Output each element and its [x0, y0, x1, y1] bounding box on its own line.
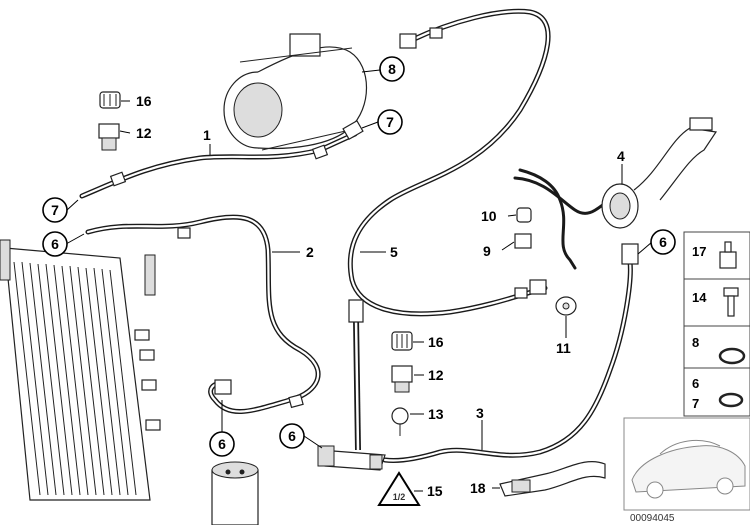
valve-12-lower [391, 365, 413, 393]
legend-panel: 17 14 8 6 7 [683, 231, 750, 417]
label-part-7-left: 7 [51, 202, 59, 218]
label-part-6-right: 6 [659, 234, 667, 250]
label-part-3: 3 [476, 405, 484, 421]
legend-label-14: 14 [692, 290, 707, 305]
legend-label-17: 17 [692, 244, 706, 259]
cap-16-lower [391, 331, 413, 351]
bracket-18 [499, 460, 606, 497]
label-part-4: 4 [617, 148, 625, 164]
label-part-13: 13 [428, 406, 444, 422]
label-part-6-center: 6 [288, 428, 296, 444]
legend-label-6: 6 [692, 376, 699, 391]
o-ring-8-icon [718, 347, 746, 365]
diagram-code: 00094045 [630, 513, 675, 524]
label-part-16-lower: 16 [428, 334, 444, 350]
valve-core-9 [514, 233, 532, 249]
hose-1 [79, 119, 364, 199]
label-part-6-left: 6 [51, 236, 59, 252]
label-part-6-bottom: 6 [218, 436, 226, 452]
label-part-16-top: 16 [136, 93, 152, 109]
label-part-18: 18 [470, 480, 486, 496]
condenser [0, 239, 161, 501]
valve-12-top [98, 123, 120, 151]
cover-11 [555, 296, 577, 316]
compressor [223, 33, 368, 151]
receiver-dryer [211, 461, 259, 525]
label-part-8: 8 [388, 61, 396, 77]
o-ring-6-7-icon [718, 392, 744, 408]
vehicle-location-thumbnail: 00094045 [623, 417, 750, 524]
hose-3 [382, 243, 639, 463]
leader-lines [65, 69, 653, 492]
label-part-10: 10 [481, 208, 497, 224]
sealing-cap-10 [516, 207, 532, 223]
label-part-7-right: 7 [386, 114, 394, 130]
label-part-12-lower: 12 [428, 367, 444, 383]
legend-label-7: 7 [692, 396, 699, 411]
label-part-1: 1 [203, 127, 211, 143]
expansion-valve-4 [601, 117, 718, 229]
screw-17-icon [719, 241, 737, 269]
evaporator-line [513, 168, 612, 270]
valve-13 [391, 407, 409, 436]
label-part-12-top: 12 [136, 125, 152, 141]
label-part-11: 11 [556, 340, 571, 356]
legend-label-8: 8 [692, 335, 699, 350]
dryer-fitting-assembly [317, 299, 386, 471]
label-part-5: 5 [390, 244, 398, 260]
bolt-14-icon [723, 287, 739, 317]
cap-16-top [99, 91, 121, 109]
label-part-2: 2 [306, 244, 314, 260]
label-part-9: 9 [483, 243, 491, 259]
hose-5 [347, 8, 551, 317]
warning-triangle-icon: 1/2 [377, 471, 421, 506]
label-part-15: 15 [427, 483, 443, 499]
warning-symbol-text: 1/2 [393, 492, 406, 502]
